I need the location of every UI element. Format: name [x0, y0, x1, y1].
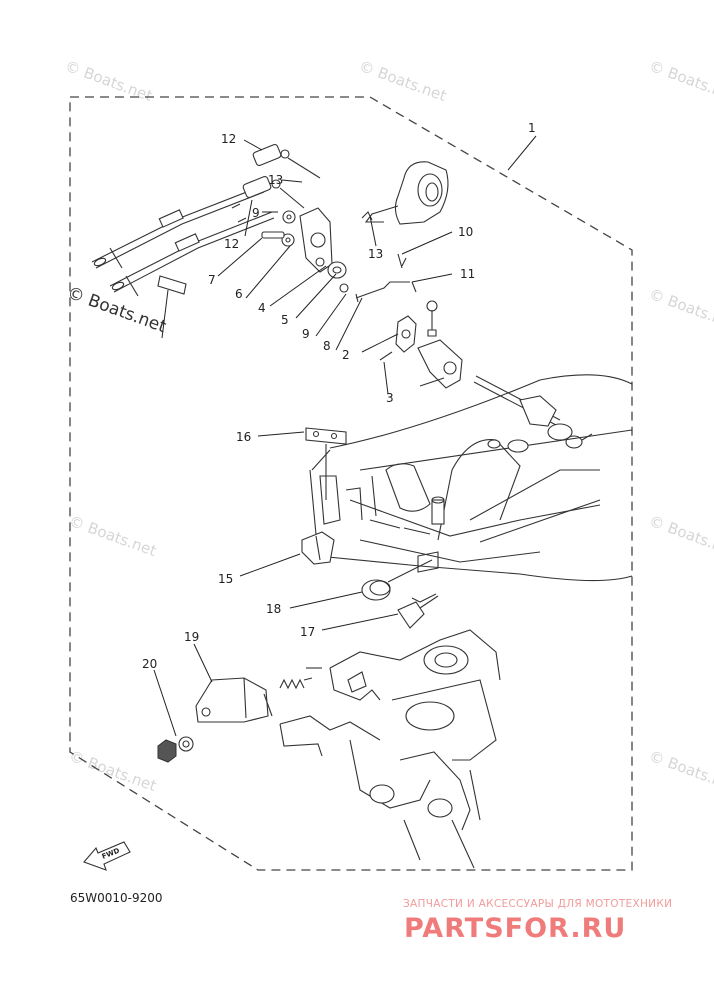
callout-16: 16	[236, 430, 251, 444]
cable-joint	[242, 143, 321, 209]
watermark: © Boats.net	[63, 57, 155, 105]
callout-1: 1	[528, 121, 536, 135]
watermark: © Boats.net	[67, 747, 159, 795]
shift-bracket	[379, 300, 463, 389]
bottom-cowling	[309, 374, 633, 582]
watermark: © Boats.net	[647, 57, 714, 105]
watermark: © Boats.net	[647, 512, 714, 560]
spring-bracket	[195, 677, 313, 723]
callout-12: 12	[221, 132, 236, 146]
assembly-boundary	[69, 96, 633, 871]
nut-washer	[157, 736, 194, 763]
callout-3: 3	[386, 391, 394, 405]
callout-10: 10	[458, 225, 473, 239]
callout-labels: 1 12 13 9 12 7 6 4 5 9 8 2 3 13 10 11 16…	[142, 121, 536, 671]
throttle-lever	[261, 207, 349, 293]
callout-6: 6	[235, 287, 243, 301]
callout-2: 2	[342, 348, 350, 362]
throttle-cam	[361, 161, 449, 225]
leader-lines	[153, 135, 537, 737]
callout-15: 15	[218, 572, 233, 586]
callout-19: 19	[184, 630, 199, 644]
callout-9: 9	[252, 206, 260, 220]
callout-11: 11	[460, 267, 475, 281]
brand-tagline: ЗАПЧАСТИ И АКСЕССУАРЫ ДЛЯ МОТОТЕХНИКИ	[403, 898, 672, 910]
tag-label	[157, 275, 187, 295]
callout-18: 18	[266, 602, 281, 616]
rubber-grommet	[301, 531, 335, 565]
callout-17: 17	[300, 625, 315, 639]
watermark: © Boats.net	[67, 512, 159, 560]
mounting-plate	[305, 427, 347, 500]
brand-footer: ЗАПЧАСТИ И АКСЕССУАРЫ ДЛЯ МОТОТЕХНИКИ PA…	[403, 898, 672, 944]
callout-8: 8	[323, 339, 331, 353]
callout-13: 13	[368, 247, 383, 261]
brand-logo: PARTSFOR.RU	[404, 913, 626, 944]
watermark: © Boats.net	[647, 747, 714, 795]
shift-shaft	[473, 375, 593, 449]
callout-7: 7	[208, 273, 216, 287]
callout-9: 9	[302, 327, 310, 341]
forward-arrow: FWD	[83, 841, 131, 871]
callout-5: 5	[281, 313, 289, 327]
swivel-bracket	[279, 629, 501, 869]
watermark: © Boats.net	[647, 285, 714, 333]
link-rod	[355, 253, 417, 303]
rubber-plug	[361, 559, 439, 629]
diagram-code: 65W0010-9200	[70, 891, 163, 905]
callout-20: 20	[142, 657, 157, 671]
watermark-layer: © Boats.net © Boats.net © Boats.net © Bo…	[63, 57, 714, 795]
callout-4: 4	[258, 301, 266, 315]
callout-12: 12	[224, 237, 239, 251]
control-cables	[91, 185, 275, 297]
callout-13: 13	[268, 173, 283, 187]
